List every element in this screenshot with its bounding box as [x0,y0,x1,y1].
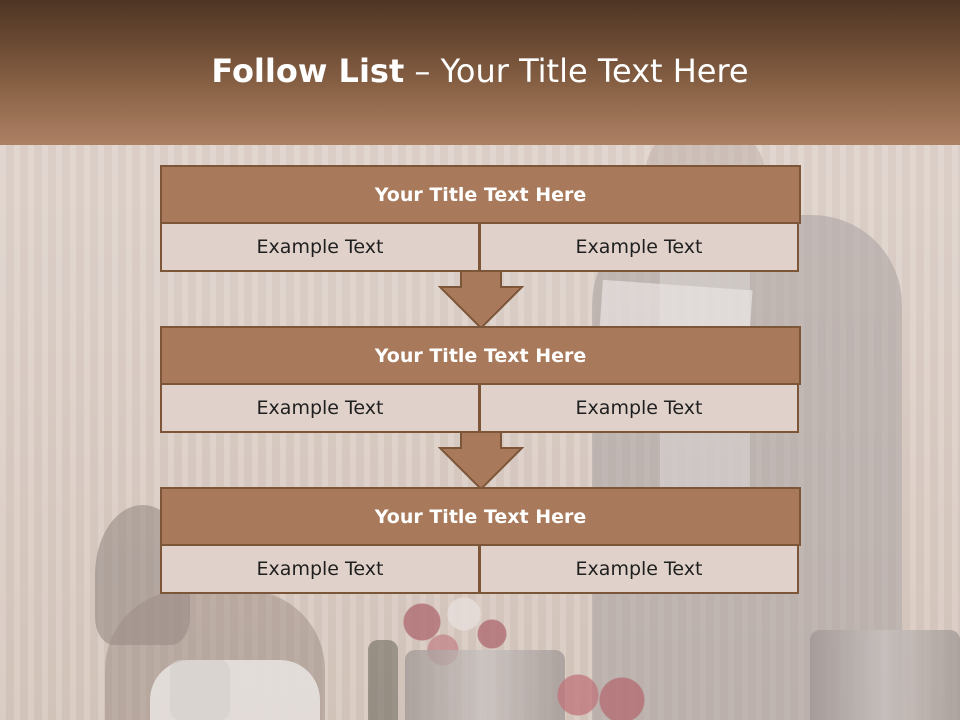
title-rest-part: Your Title Text Here [440,52,749,90]
title-separator: – [404,52,441,90]
background-glass [170,660,230,720]
block-left-cell[interactable]: Example Text [160,222,480,272]
block-right-cell[interactable]: Example Text [479,544,799,594]
slide-title[interactable]: Follow List – Your Title Text Here [0,52,960,90]
block-right-cell[interactable]: Example Text [479,222,799,272]
block-left-cell[interactable]: Example Text [160,383,480,433]
down-arrow-icon [438,270,524,330]
down-arrow-icon [438,431,524,491]
background-roses [545,670,655,720]
title-bold-part: Follow List [211,52,405,90]
block-title[interactable]: Your Title Text Here [160,326,801,385]
header-band: Follow List – Your Title Text Here [0,0,960,145]
block-title[interactable]: Your Title Text Here [160,487,801,546]
list-block-2: Your Title Text Here Example Text Exampl… [160,326,801,433]
list-block-1: Your Title Text Here Example Text Exampl… [160,165,801,272]
background-ice-bucket [405,650,565,720]
block-left-cell[interactable]: Example Text [160,544,480,594]
block-right-cell[interactable]: Example Text [479,383,799,433]
block-title[interactable]: Your Title Text Here [160,165,801,224]
list-block-3: Your Title Text Here Example Text Exampl… [160,487,801,594]
background-ice-bucket-right [810,630,960,720]
